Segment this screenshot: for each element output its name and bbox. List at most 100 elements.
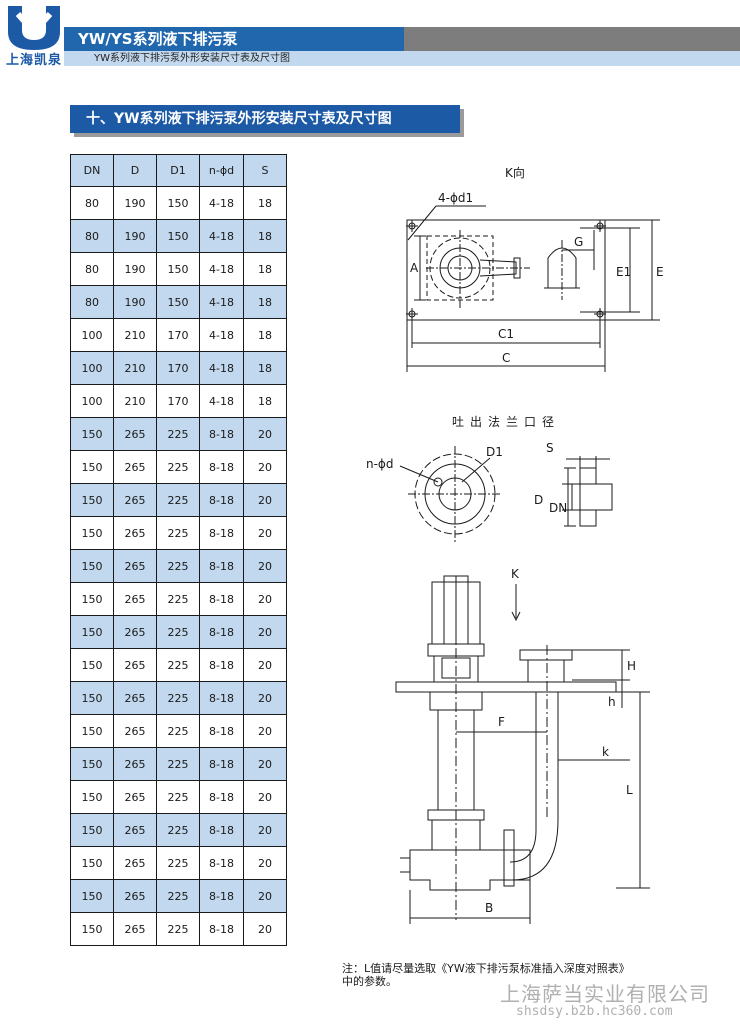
table-cell: 210 xyxy=(113,351,157,385)
table-cell: 150 xyxy=(70,483,114,517)
table-cell: 80 xyxy=(70,285,114,319)
table-cell: 4-18 xyxy=(199,318,244,352)
page-header-subtitle: YW系列液下排污泵外形安装尺寸表及尺寸图 xyxy=(64,51,740,66)
table-cell: 20 xyxy=(243,483,287,517)
table-cell: 4-18 xyxy=(199,351,244,385)
k-view-base-plate xyxy=(406,219,606,321)
flange-d-label: D xyxy=(534,493,543,507)
dim-h-lower-label: h xyxy=(608,695,616,709)
table-cell: 150 xyxy=(70,846,114,880)
table-cell: 4-18 xyxy=(199,252,244,286)
logo-text: 上海凯泉 xyxy=(5,53,62,68)
table-cell: 18 xyxy=(243,351,287,385)
dim-h-upper-label: H xyxy=(627,659,636,673)
table-cell: 4-18 xyxy=(199,384,244,418)
col-header-dn: DN xyxy=(70,154,114,187)
table-cell: 150 xyxy=(70,714,114,748)
table-cell: 150 xyxy=(70,879,114,913)
table-cell: 20 xyxy=(243,681,287,715)
flange-nphid-label: n-ϕd xyxy=(366,457,393,471)
company-logo xyxy=(4,4,64,70)
table-cell: 265 xyxy=(113,747,157,781)
table-cell: 18 xyxy=(243,318,287,352)
table-cell: 265 xyxy=(113,582,157,616)
table-cell: 18 xyxy=(243,285,287,319)
k-arrow-label: K xyxy=(511,567,520,581)
dim-a-label: A xyxy=(410,261,419,275)
table-cell: 225 xyxy=(156,516,200,550)
table-cell: 18 xyxy=(243,252,287,286)
table-cell: 8-18 xyxy=(199,681,244,715)
table-cell: 225 xyxy=(156,549,200,583)
dim-c-label: C xyxy=(502,351,510,365)
table-cell: 265 xyxy=(113,846,157,880)
discharge-flange-top xyxy=(519,649,573,661)
flange-dn-label: DN xyxy=(549,501,567,515)
main-base-plate xyxy=(395,681,617,693)
table-cell: 80 xyxy=(70,252,114,286)
dim-k-label: k xyxy=(602,745,609,759)
table-cell: 225 xyxy=(156,780,200,814)
table-cell: 20 xyxy=(243,714,287,748)
table-cell: 20 xyxy=(243,780,287,814)
table-cell: 150 xyxy=(70,450,114,484)
dimension-drawing: K向 4-ϕd1 A G E1 E C1 C 吐出法兰口径 n-ϕd D1 S … xyxy=(366,165,664,924)
table-cell: 265 xyxy=(113,648,157,682)
table-cell: 80 xyxy=(70,186,114,220)
table-cell: 170 xyxy=(156,384,200,418)
table-cell: 265 xyxy=(113,417,157,451)
col-header-n-phid: n-ϕd xyxy=(199,154,244,187)
table-cell: 225 xyxy=(156,747,200,781)
table-cell: 170 xyxy=(156,318,200,352)
table-cell: 265 xyxy=(113,714,157,748)
table-cell: 225 xyxy=(156,450,200,484)
table-cell: 80 xyxy=(70,219,114,253)
table-cell: 265 xyxy=(113,879,157,913)
table-cell: 225 xyxy=(156,813,200,847)
table-cell: 150 xyxy=(70,549,114,583)
coupling-block xyxy=(513,257,521,279)
table-cell: 225 xyxy=(156,714,200,748)
table-cell: 225 xyxy=(156,582,200,616)
table-cell: 265 xyxy=(113,516,157,550)
table-cell: 100 xyxy=(70,384,114,418)
table-cell: 190 xyxy=(113,219,157,253)
flange-d1-label: D1 xyxy=(486,445,503,459)
table-cell: 150 xyxy=(70,516,114,550)
table-header-row: DN D D1 n-ϕd S xyxy=(70,154,287,187)
footnote-line-1: 注：L值请尽量选取《YW液下排污泵标准插入深度对照表》 xyxy=(342,962,630,975)
table-cell: 150 xyxy=(70,417,114,451)
table-cell: 150 xyxy=(70,912,114,946)
table-cell: 20 xyxy=(243,879,287,913)
table-cell: 8-18 xyxy=(199,450,244,484)
table-cell: 150 xyxy=(156,219,200,253)
table-cell: 8-18 xyxy=(199,747,244,781)
table-cell: 225 xyxy=(156,615,200,649)
table-cell: 150 xyxy=(70,780,114,814)
dim-e1-label: E1 xyxy=(616,265,631,279)
table-cell: 265 xyxy=(113,615,157,649)
dim-c1-label: C1 xyxy=(498,327,514,341)
table-cell: 190 xyxy=(113,285,157,319)
dim-l-label: L xyxy=(626,783,633,797)
page-header-title: YW/YS系列液下排污泵 xyxy=(64,27,404,51)
table-cell: 225 xyxy=(156,483,200,517)
table-cell: 265 xyxy=(113,780,157,814)
logo-mark-icon xyxy=(4,4,64,52)
table-cell: 4-18 xyxy=(199,285,244,319)
table-cell: 18 xyxy=(243,219,287,253)
table-cell: 225 xyxy=(156,681,200,715)
dim-b-label: B xyxy=(485,901,493,915)
